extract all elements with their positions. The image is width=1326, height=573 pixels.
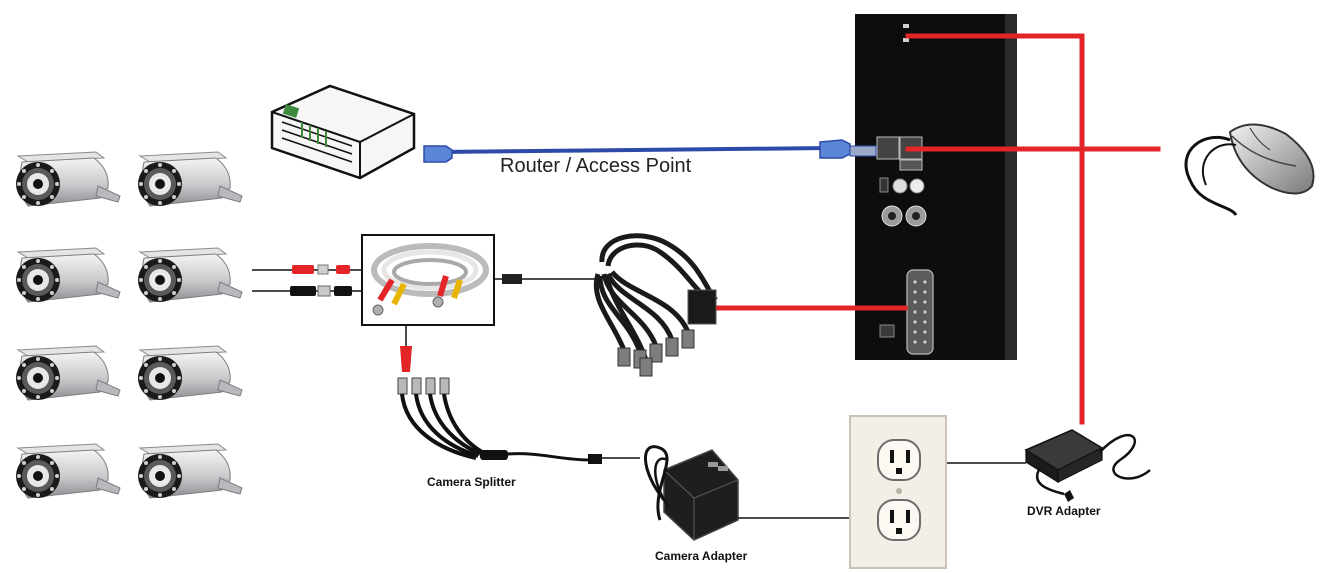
security-camera-icon	[137, 151, 243, 207]
security-camera-icon	[137, 443, 243, 499]
camera-lead-cables	[252, 264, 362, 297]
power-adapter-icon	[644, 445, 739, 541]
power-adapter-icon	[1024, 429, 1151, 502]
security-camera-icon	[137, 345, 243, 401]
camera-grid	[15, 151, 243, 499]
wall-outlet-icon	[849, 415, 947, 569]
security-camera-icon	[15, 345, 121, 401]
security-camera-icon	[15, 151, 121, 207]
dvr-power-cable	[905, 33, 1085, 425]
bnc-cable-icon	[361, 234, 495, 326]
security-camera-icon	[15, 443, 121, 499]
camera-splitter-label: Camera Splitter	[427, 475, 516, 489]
camera-adapter-label: Camera Adapter	[655, 549, 748, 563]
dvr-icon	[855, 14, 1017, 360]
security-camera-icon	[15, 247, 121, 303]
bnc-harness-icon	[593, 233, 718, 361]
router-label: Router / Access Point	[500, 155, 692, 177]
security-camera-icon	[137, 247, 243, 303]
dvr-adapter-label: DVR Adapter	[1027, 504, 1101, 518]
splitter-icon	[397, 377, 602, 464]
router-icon	[270, 84, 416, 180]
network-cable	[423, 139, 877, 163]
splitter-plug	[400, 346, 412, 372]
mouse-icon	[1184, 123, 1315, 216]
